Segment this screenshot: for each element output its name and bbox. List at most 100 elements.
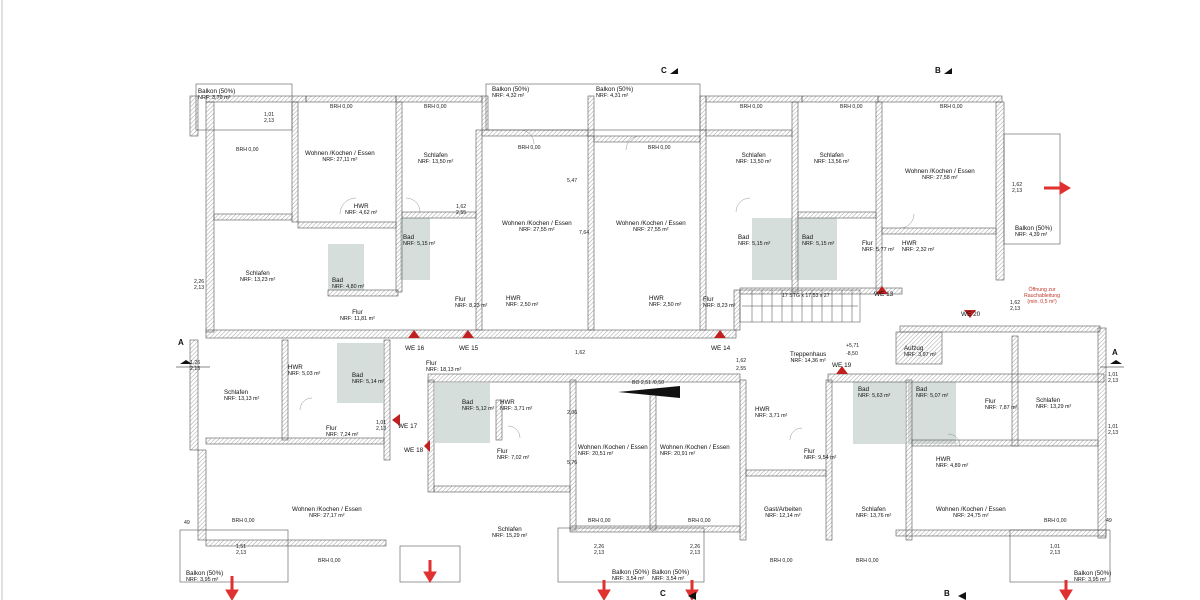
- bo-wedge: [618, 386, 680, 398]
- brh-label: BRH 0,00: [840, 104, 863, 110]
- dim-label: 1,62: [1010, 300, 1021, 306]
- dim-label: 2,26: [194, 279, 205, 285]
- entrance-we16: WE 16: [405, 345, 425, 352]
- section-b-bottom: B: [944, 589, 950, 598]
- dim-label: 2,13: [236, 550, 247, 556]
- elevator-shaft: [895, 331, 943, 365]
- dim-label: 1,26: [190, 360, 201, 366]
- dim-label: 2,55: [456, 210, 467, 216]
- room-balkon-n3: Balkon (50%)NRF: 4,31 m²: [596, 86, 634, 99]
- room-balkon-nw: Balkon (50%)NRF: 3,70 m²: [198, 88, 236, 101]
- brh-label: BRH 0,00: [740, 104, 763, 110]
- dim-label: 1,62: [575, 350, 586, 356]
- room-balkon-s3: Balkon (50%)NRF: 3,54 m²: [652, 569, 690, 582]
- brh-label: BRH 0,00: [940, 104, 963, 110]
- balconies: [179, 83, 1111, 583]
- dim-label: 1,01: [1050, 544, 1061, 550]
- brh-label: BRH 0,00: [232, 518, 255, 524]
- brh-label: BRH 0,00: [588, 518, 611, 524]
- stair: [739, 289, 861, 323]
- brh-label: BRH 0,00: [856, 558, 879, 564]
- dim-label: 2,26: [594, 544, 605, 550]
- bo-label: BO 2,51 /0,50: [632, 380, 665, 386]
- dim-label: 1,01: [1108, 424, 1119, 430]
- level-label-2: -8,50: [846, 351, 858, 357]
- dim-label: 2,55: [736, 366, 747, 372]
- section-c-top: C: [661, 66, 667, 75]
- dim-label: 2,13: [1050, 550, 1061, 556]
- section-a-right: A: [1112, 348, 1118, 357]
- entrance-we17: WE 17: [398, 423, 418, 430]
- dim-label: 2,13: [264, 118, 275, 124]
- entrance-we20: WE 20: [961, 311, 981, 318]
- doors: [299, 129, 961, 447]
- dim-label: 2,13: [1012, 188, 1023, 194]
- dim-label: 5,76: [567, 460, 578, 466]
- dim-label: 2,13: [1010, 306, 1021, 312]
- dim-label: 5,47: [567, 178, 578, 184]
- brh-label: BRH 0,00: [648, 145, 671, 151]
- dim-label: 2,13: [194, 285, 205, 291]
- brh-label: BRH 0,00: [770, 558, 793, 564]
- room-balkon-ne: Balkon (50%)NRF: 4,39 m²: [1015, 225, 1053, 238]
- dim-label: 2,13: [690, 550, 701, 556]
- entrance-we13: WE 13: [874, 291, 894, 298]
- dim-label: 2,13: [190, 366, 201, 372]
- wet-rooms: [328, 218, 956, 444]
- brh-label: BRH 0,00: [518, 145, 541, 151]
- dim-label: 1,51: [236, 544, 247, 550]
- room-balkon-se: Balkon (50%)NRF: 3,95 m²: [1074, 570, 1112, 583]
- dim-label: 1,01: [376, 420, 387, 426]
- room-balkon-s2: Balkon (50%)NRF: 3,54 m²: [612, 569, 650, 582]
- entrance-we14: WE 14: [711, 345, 731, 352]
- section-c-bottom: C: [660, 589, 666, 598]
- entrance-we18: WE 18: [404, 447, 424, 454]
- level-label-1: +5,71: [846, 343, 860, 349]
- dim-label: 2,13: [1108, 378, 1119, 384]
- entrance-markers: [392, 286, 976, 452]
- dim-label: 1,62: [1012, 182, 1023, 188]
- dim-label: 2,06: [567, 410, 578, 416]
- brh-label: BRH 0,00: [688, 518, 711, 524]
- section-arrows: [176, 68, 1124, 600]
- dim-label: 2,13: [376, 426, 387, 432]
- dim-label: 49: [1106, 518, 1112, 524]
- dim-label: 49: [184, 520, 190, 526]
- dim-label: 2,13: [1108, 430, 1119, 436]
